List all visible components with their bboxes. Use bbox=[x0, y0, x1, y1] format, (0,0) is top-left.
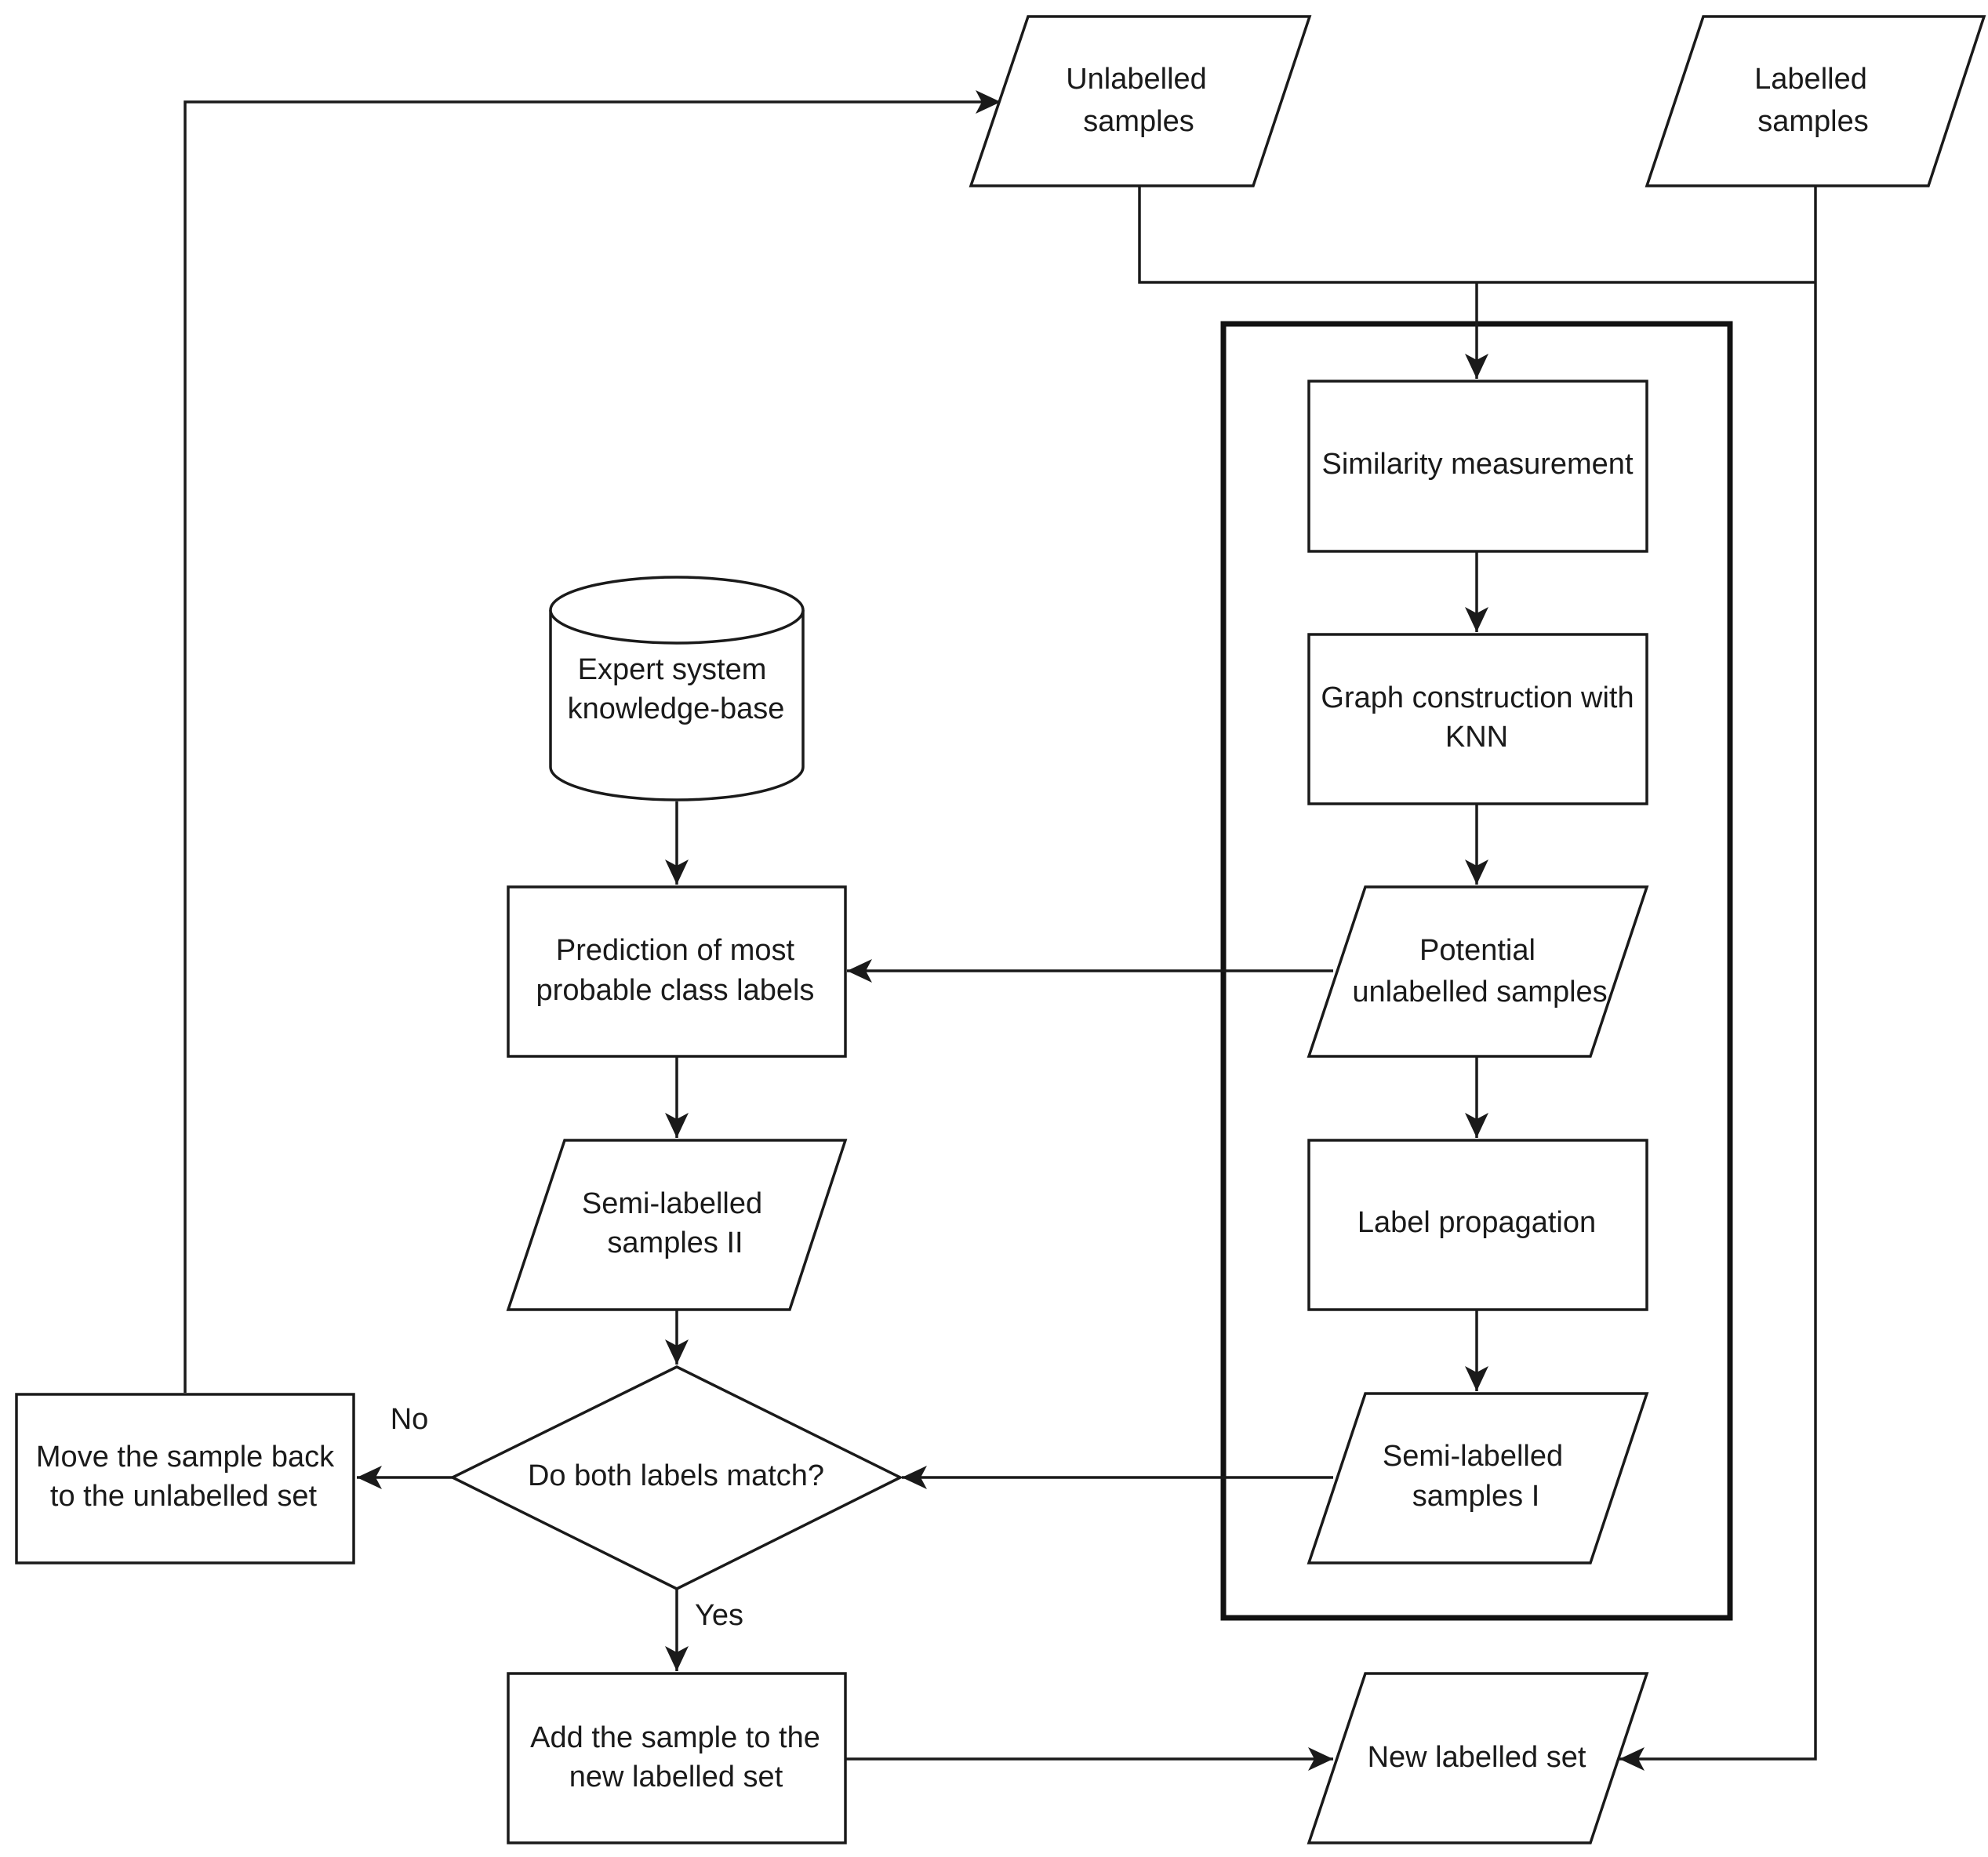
decision-label: Do both labels match? bbox=[528, 1459, 824, 1492]
labelled-samples-node: Labelled samples bbox=[1645, 15, 1986, 187]
edge-labelled-to-new-set bbox=[1619, 186, 1817, 1771]
graph-construction-node: Graph construction with KNN bbox=[1307, 633, 1648, 805]
add-sample-line-2: new labelled set bbox=[569, 1761, 783, 1793]
potential-unlabelled-line-2: unlabelled samples bbox=[1352, 976, 1607, 1008]
label-propagation-label: Label propagation bbox=[1357, 1206, 1596, 1239]
semi-labelled-samples-i-node: Semi-labelled samples I bbox=[1307, 1392, 1649, 1564]
graph-construction-line-1: Graph construction with bbox=[1321, 681, 1634, 714]
semi-labelled-i-line-1: Semi-labelled bbox=[1383, 1440, 1563, 1473]
prediction-node: Prediction of most probable class labels bbox=[507, 885, 847, 1058]
move-back-line-1: Move the sample back bbox=[36, 1441, 335, 1474]
edge-label-no: No bbox=[391, 1403, 429, 1436]
unlabelled-samples-node: Unlabelled samples bbox=[969, 15, 1312, 187]
similarity-measurement-label: Similarity measurement bbox=[1322, 448, 1634, 481]
edge-unlabelled-to-merge bbox=[1138, 186, 1815, 284]
add-sample-line-1: Add the sample to the bbox=[530, 1721, 820, 1754]
potential-unlabelled-samples-node: Potential unlabelled samples bbox=[1307, 885, 1649, 1058]
new-labelled-set-label: New labelled set bbox=[1368, 1741, 1586, 1774]
unlabelled-samples-line-1: Unlabelled bbox=[1066, 63, 1207, 96]
edge-moveback-to-unlabelled bbox=[184, 90, 1001, 1393]
edge-label-yes: Yes bbox=[695, 1599, 743, 1632]
similarity-measurement-node: Similarity measurement bbox=[1307, 380, 1648, 553]
semi-labelled-i-line-2: samples I bbox=[1412, 1480, 1540, 1513]
add-sample-node: Add the sample to the new labelled set bbox=[507, 1672, 847, 1844]
semi-labelled-ii-line-2: samples II bbox=[607, 1226, 743, 1259]
semi-labelled-samples-ii-node: Semi-labelled samples II bbox=[506, 1139, 848, 1311]
prediction-line-1: Prediction of most bbox=[556, 934, 795, 967]
graph-construction-line-2: KNN bbox=[1445, 721, 1508, 754]
move-back-line-2: to the unlabelled set bbox=[50, 1480, 318, 1513]
labelled-samples-line-1: Labelled bbox=[1754, 63, 1867, 96]
move-back-node: Move the sample back to the unlabelled s… bbox=[15, 1393, 355, 1564]
expert-knowledge-base-line-1: Expert system bbox=[578, 653, 767, 686]
new-labelled-set-node: New labelled set bbox=[1307, 1672, 1649, 1844]
label-propagation-node: Label propagation bbox=[1307, 1139, 1648, 1311]
prediction-line-2: probable class labels bbox=[536, 974, 815, 1007]
expert-knowledge-base-node: Expert system knowledge-base bbox=[549, 576, 805, 801]
semi-labelled-ii-line-1: Semi-labelled bbox=[582, 1187, 762, 1220]
expert-knowledge-base-line-2: knowledge-base bbox=[568, 692, 785, 725]
unlabelled-samples-line-2: samples bbox=[1083, 105, 1194, 138]
potential-unlabelled-line-1: Potential bbox=[1419, 934, 1536, 967]
labelled-samples-line-2: samples bbox=[1757, 105, 1869, 138]
labels-match-decision-node: Do both labels match? bbox=[449, 1365, 903, 1590]
